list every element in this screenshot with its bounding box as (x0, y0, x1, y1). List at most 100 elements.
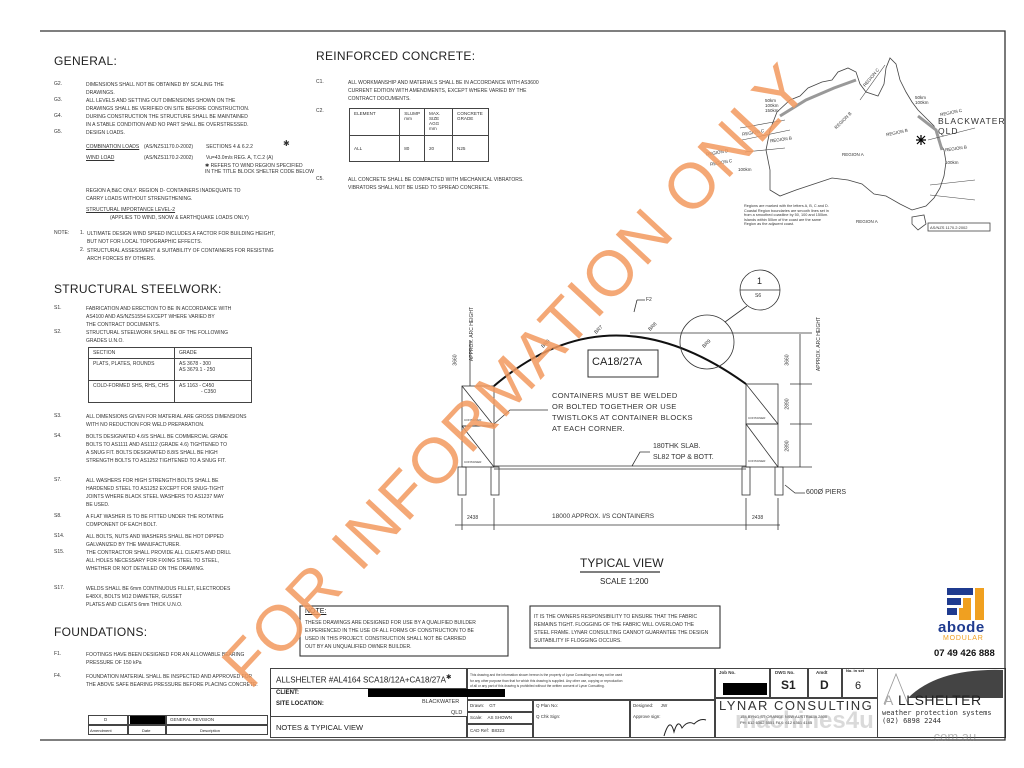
note-label: This drawing and the information shown h… (470, 673, 623, 677)
container-label: CONTAINER (748, 459, 766, 463)
note-label: 180THK SLAB. (653, 443, 701, 450)
note-label: Islands within 50km of the coast are the… (744, 217, 822, 222)
note-line: ALL LEVELS AND SETTING OUT DIMENSIONS SH… (86, 98, 236, 104)
section-ref-sheet: S6 (755, 293, 762, 299)
note-label: ALLSHELTER #AL4164 SCA18/12A+CA18/27A (276, 675, 446, 685)
note-line: BE USED. (86, 502, 110, 508)
sheet-border (40, 30, 1006, 741)
note-item: G2. DIMENSIONS SHALL NOT BE OBTAINED BY S… (54, 81, 294, 97)
note-lines: BOLTS DESIGNATED 4.6/S SHALL BE COMMERCI… (86, 433, 228, 465)
container-note: CONTAINERS MUST BE WELDED OR BOLTED TOGET… (552, 390, 693, 434)
container-width-dim: 2438 (467, 515, 479, 521)
note-label: CONTAINERS MUST BE WELDED (552, 391, 678, 400)
arc-height-dim: 3660 (784, 354, 791, 366)
note-label: N25 (452, 135, 489, 162)
note-box-text: THESE DRAWINGS ARE DESIGNED FOR USE BY A… (305, 619, 476, 651)
note-label: 100km (765, 103, 779, 108)
drawing-title: ALLSHELTER #AL4164 SCA18/12A+CA18/27A✱ (276, 674, 452, 685)
note-lines: A FLAT WASHER IS TO BE FITTED UNDER THE … (86, 513, 224, 529)
concrete-heading: REINFORCED CONCRETE: (316, 49, 476, 63)
note-label: 1. (80, 230, 85, 236)
note-line: DRAWINGS SHALL BE VERIFIED ON SITE BEFOR… (86, 106, 250, 112)
note-item: S7. ALL WASHERS FOR HIGH STRENGTH BOLTS S… (54, 477, 294, 513)
note-item: S15.THE CONTRACTOR SHALL PROVIDE ALL CLE… (54, 549, 294, 585)
note-item: S3.ALL DIMENSIONS GIVEN FOR MATERIAL ARE… (54, 413, 294, 433)
redacted-job-number (723, 683, 767, 695)
note-line: VIBRATORS SHALL NOT BE USED TO SPREAD CO… (348, 185, 490, 191)
note-line: DIMENSIONS SHALL NOT BE OBTAINED BY SCAL… (86, 82, 224, 88)
note-label: from a smoothed coastline by 50, 100 and… (744, 213, 829, 218)
note-lines: ALL LEVELS AND SETTING OUT DIMENSIONS SH… (86, 97, 249, 113)
allshelter-logo-icon (883, 669, 1003, 705)
container-width-dim: 2438 (752, 515, 764, 521)
note-label: TWISTLOKS AT CONTAINER BLOCKS (552, 413, 693, 422)
note-line: COMPONENT OF EACH BOLT. (86, 522, 157, 528)
note-label: ELEMENT (348, 108, 401, 136)
container-left-bottom (461, 425, 495, 468)
set-label: No. in set (846, 668, 865, 673)
note-label: S7. (54, 477, 62, 483)
note-label: USED IN THIS PROJECT. CONSTRUCTION SHALL… (305, 636, 467, 642)
slab-leader (631, 451, 650, 467)
span-dimension (455, 498, 780, 530)
note-label: C5. (316, 176, 324, 182)
job-label: Job No. (719, 670, 736, 675)
view-title: TYPICAL VIEW (580, 556, 664, 570)
note-label: MAX. SIZE AGG mm (424, 108, 453, 136)
note-label: Coastal Region boundaries are smooth lin… (744, 208, 829, 213)
note-label: AS 1163 - C450 (179, 383, 215, 389)
site-watermark-domain: .com.au (930, 729, 977, 744)
note-line: PRESSURE OF 150 kPa (86, 660, 142, 666)
pier (741, 466, 751, 496)
abode-phone: 07 49 426 888 (934, 648, 995, 659)
note-line: CURRENT EDITION WITH AMENDMENTS, EXCEPT … (348, 88, 527, 94)
note-label: OR BOLTED TOGETHER OR USE (552, 402, 677, 411)
note-label: - C350 (201, 389, 217, 395)
note-label: (AS/NZS1170.2-2002) (144, 155, 194, 161)
arc-height-label: APPROX. ARC HEIGHT (816, 316, 823, 372)
note-label: CARRY LOADS WITHOUT STRENGTHENING. (86, 196, 193, 202)
shelter-code: CA18/27A (592, 356, 643, 368)
note-label: of all or any part of this drawing is pr… (470, 684, 605, 688)
note-lines: ALL WASHERS FOR HIGH STRENGTH BOLTS SHAL… (86, 477, 224, 509)
note-label: NOTE: (54, 230, 70, 236)
note-line: WHETHER OR NOT DETAILED ON THE DRAWING. (86, 566, 205, 572)
amendment-description: GENERAL REVISION (170, 717, 215, 722)
consultant-name: LYNAR CONSULTING (719, 698, 874, 713)
note-line: STRENGTH BOLTS TO AS1252 TIGHTENED TO A … (86, 458, 227, 464)
note-line: THE CONTRACTOR SHALL PROVIDE ALL CLEATS … (86, 550, 232, 556)
note-label: AS SHOWN (487, 715, 513, 720)
note-label: GT (489, 703, 496, 708)
note-label: Vu=43.0m/s REG. A, T.C.2 (A) (206, 155, 274, 161)
arc-height-label: APPROX. ARC HEIGHT (469, 306, 476, 362)
note-label: Scale: (470, 715, 483, 720)
note-line: STRUCTURAL ASSESSMENT & SUITABILITY OF C… (87, 248, 274, 254)
map-standard: AS/NZS 1170.2:2002 (930, 225, 968, 230)
note-label: Regions are marked with the letters A, B… (744, 204, 829, 208)
container-right-bottom (745, 423, 779, 468)
note-label: G2. (54, 81, 63, 87)
steel-heading: STRUCTURAL STEELWORK: (54, 282, 222, 296)
amdt-value: D (820, 678, 829, 692)
note-line: E48XX, BOLTS M12 DIAMETER, GUSSET (86, 594, 183, 600)
note-label: 150km (765, 108, 779, 113)
sheet-title: NOTES & TYPICAL VIEW (276, 723, 364, 732)
note-item: S2.STRUCTURAL STEELWORK SHALL BE OF THE … (54, 329, 294, 345)
note-line: ULTIMATE DESIGN WIND SPEED INCLUDES A FA… (87, 231, 276, 237)
note-line: ALL BOLTS, NUTS AND WASHERS SHALL BE HOT… (86, 534, 224, 540)
piers-label: 600Ø PIERS (806, 489, 847, 496)
note-label: 154 BYNG ST ORANGE NSW AUSTRALIA 2800 (740, 714, 828, 719)
note-label: 100km (915, 100, 929, 105)
note-line: JOINTS WHERE BLACK STEEL WASHERS TO AS12… (86, 494, 225, 500)
pier (457, 466, 467, 496)
note-label: ALL (348, 135, 401, 162)
note-label: 2. (80, 247, 85, 253)
note-label: SLUMP mm (399, 108, 425, 136)
note-item: S4.BOLTS DESIGNATED 4.6/S SHALL BE COMME… (54, 433, 294, 477)
note-line: IN A STABLE CONDITION AND NO PART SHALL … (86, 122, 249, 128)
note-label: S14. (54, 533, 65, 539)
note-label: QLD (938, 126, 959, 136)
